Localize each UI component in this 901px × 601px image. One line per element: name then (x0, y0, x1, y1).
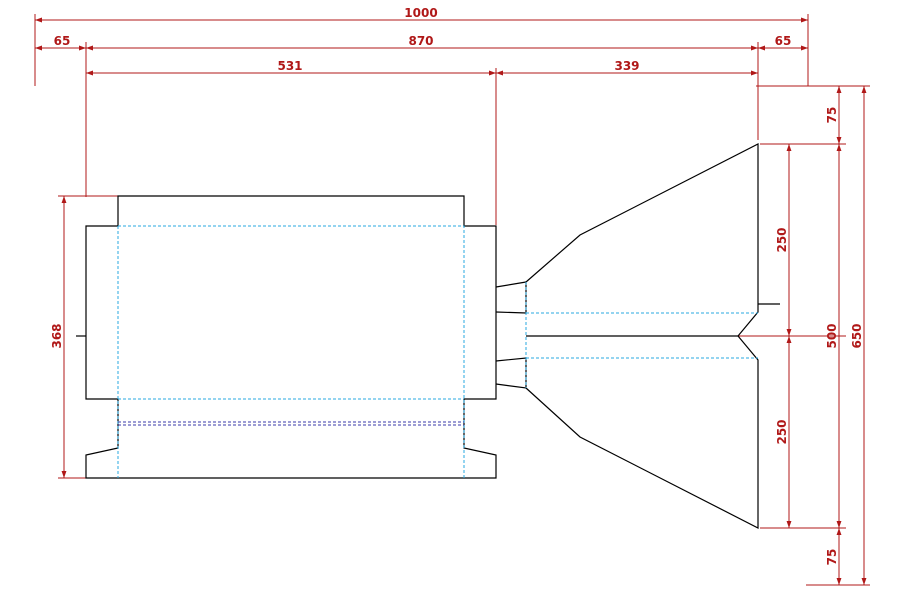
neck-connector (495, 281, 527, 389)
box-body-outline (85, 195, 497, 479)
label-box-height: 368 (50, 323, 64, 348)
label-right-margin: 65 (775, 34, 792, 48)
label-box-section: 531 (277, 59, 302, 73)
label-bottom-margin: 75 (825, 549, 839, 566)
label-left-margin: 65 (54, 34, 71, 48)
upper-flare-outline (525, 143, 759, 337)
label-overall-height: 650 (850, 323, 864, 348)
dieline-outline (76, 143, 780, 529)
label-flare-total: 500 (825, 323, 839, 348)
label-top-margin: 75 (825, 107, 839, 124)
fold-lines (117, 225, 758, 478)
box-fold-lines (117, 225, 465, 478)
label-flare-section: 339 (614, 59, 639, 73)
label-inner-width: 870 (408, 34, 433, 48)
dimension-labels: 1000 65 870 65 531 339 368 250 250 75 50… (50, 6, 864, 565)
label-overall-width: 1000 (404, 6, 437, 20)
lower-flare-outline (525, 335, 759, 529)
flare-fold-lines (525, 282, 758, 388)
dimension-lines (34, 14, 870, 586)
label-upper-flare: 250 (775, 227, 789, 252)
label-lower-flare: 250 (775, 419, 789, 444)
